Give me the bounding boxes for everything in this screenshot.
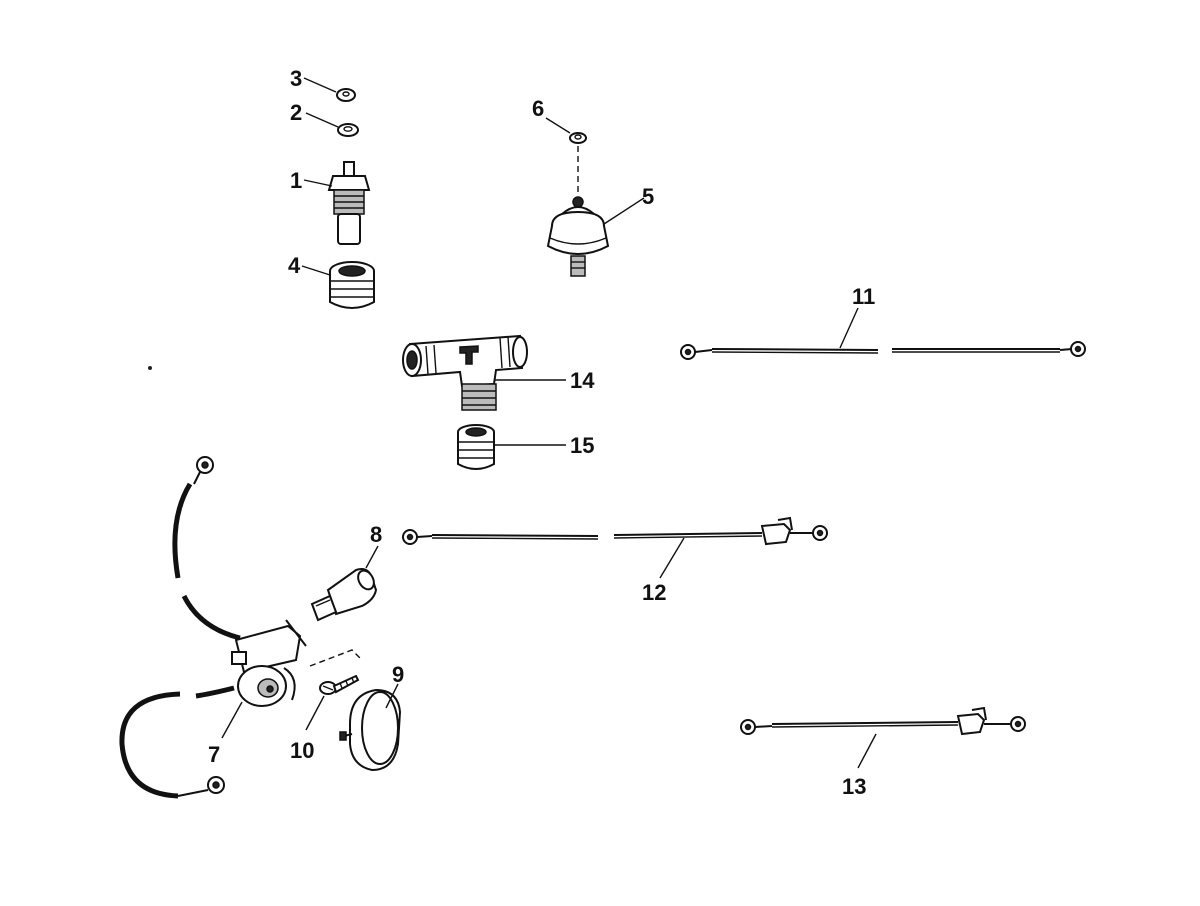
leader-1: [303, 179, 333, 187]
part-3-nut: [336, 88, 356, 102]
part-1-temperature-sender: [327, 161, 371, 245]
part-7-warning-horn: [119, 456, 307, 799]
part-11-wire: [680, 341, 1086, 360]
callout-11: 11: [852, 284, 875, 309]
part-14-tee-fitting: [402, 334, 528, 411]
leader-7: [221, 701, 243, 739]
leader-4: [301, 265, 331, 276]
part-10-screw: [319, 674, 360, 695]
callout-15: 15: [570, 433, 594, 458]
callout-7: 7: [208, 742, 220, 767]
callout-14: 14: [570, 368, 595, 393]
leader-6: [545, 117, 571, 134]
part-12-wire: [402, 516, 828, 546]
part-5-pressure-sender: [546, 196, 610, 277]
leader-8: [365, 545, 379, 569]
assembly-line-10: [309, 649, 363, 667]
leader-2: [305, 112, 339, 128]
callout-5: 5: [642, 184, 654, 209]
callout-9: 9: [392, 662, 404, 687]
callout-13: 13: [842, 774, 866, 799]
leader-11: [839, 307, 859, 349]
leader-3: [303, 77, 337, 93]
leader-9: [385, 683, 399, 709]
leader-13: [857, 733, 877, 769]
leader-10: [305, 695, 325, 731]
part-4-bushing: [329, 261, 375, 309]
callout-8: 8: [370, 522, 382, 547]
callout-10: 10: [290, 738, 314, 763]
part-6-nut: [569, 132, 587, 144]
part-13-wire: [740, 706, 1026, 736]
part-15-reducer-bushing: [457, 424, 495, 470]
callout-1: 1: [290, 168, 302, 193]
callout-12: 12: [642, 580, 666, 605]
leader-12: [659, 537, 685, 579]
part-2-washer: [337, 123, 359, 137]
callout-4: 4: [288, 253, 301, 278]
part-8-connector-sleeve: [310, 568, 378, 622]
speck: [148, 366, 152, 370]
callout-3: 3: [290, 66, 302, 91]
callout-6: 6: [532, 96, 544, 121]
callout-2: 2: [290, 100, 302, 125]
part-9-buzzer: [339, 688, 402, 772]
leader-5: [603, 197, 645, 225]
